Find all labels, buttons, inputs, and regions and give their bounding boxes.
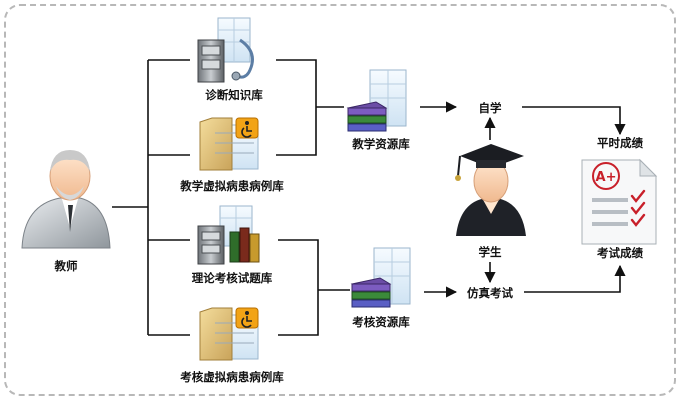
self-study-label: 自学 [479,101,502,115]
edge-exam-bracket [278,239,350,336]
diagnosis-cabinet-icon [197,17,254,83]
graduate-student-icon [455,144,526,236]
teacher-icon [21,150,111,249]
edge-simexam-exam [524,264,626,293]
edge-teach-bracket [276,59,344,156]
student-label: 学生 [479,245,502,259]
exam-cases-label: 考核虚拟病患病例库 [180,370,284,384]
resource-books-icon-exam [350,247,411,308]
resource-books-icon-teaching [346,69,407,132]
connectors [112,59,626,336]
edge-selfstudy-daily [522,106,626,136]
dashed-frame [4,4,676,396]
case-folder-icon-teaching [199,117,259,171]
diagnosis-kb-label: 诊断知识库 [205,88,263,102]
daily-score-label: 平时成绩 [597,136,643,150]
theory-bank-label: 理论考核试题库 [192,271,273,285]
graded-paper-icon [581,158,658,245]
teaching-resources-label: 教学资源库 [351,137,410,151]
case-folder-icon-exam [199,307,259,361]
exam-books-icon [197,205,260,265]
exam-score-label: 考试成绩 [597,246,643,260]
exam-resources-label: 考核资源库 [352,315,410,329]
sim-exam-label: 仿真考试 [467,286,513,300]
grade-mark: A+ [596,170,617,185]
teaching-cases-label: 教学虚拟病患病例库 [179,179,284,193]
teacher-label: 教师 [54,259,78,273]
